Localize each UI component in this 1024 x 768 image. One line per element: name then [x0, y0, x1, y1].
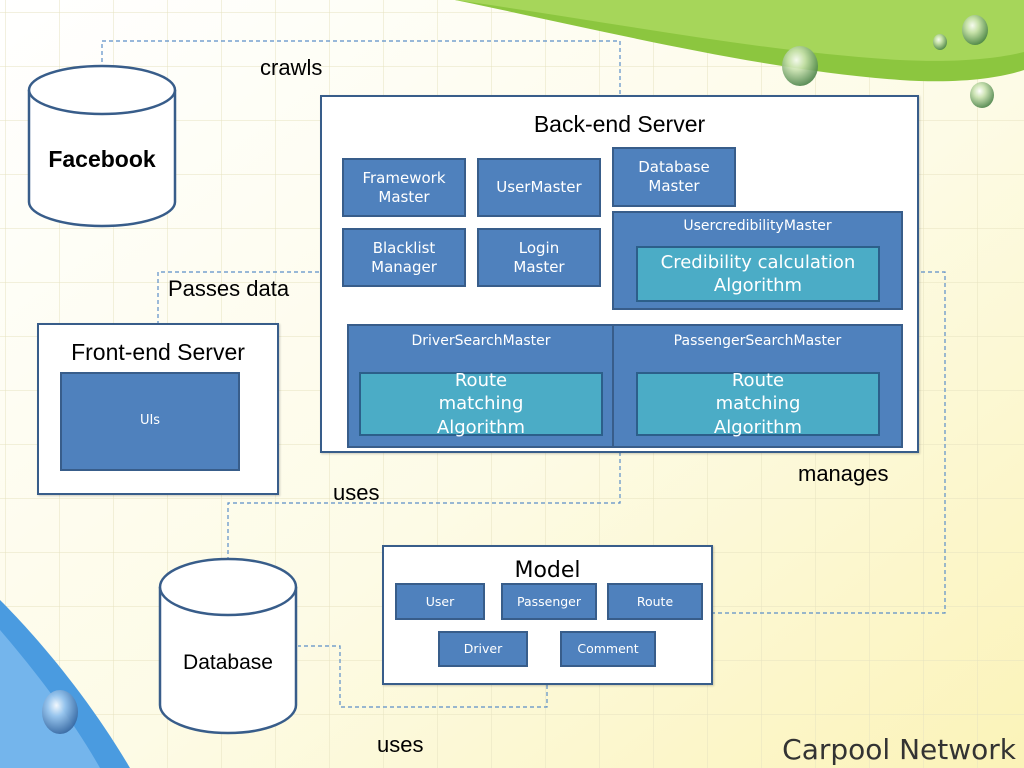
- crawls-label: crawls: [260, 55, 323, 80]
- credibility-master-group: UsercredibilityMaster Credibility calcul…: [612, 211, 903, 310]
- backend-server-title: Back-end Server: [533, 111, 706, 137]
- passenger-search-master-title: PassengerSearchMaster: [673, 333, 842, 349]
- passes-data-connector: [157, 271, 322, 325]
- database-datastore: Database: [158, 557, 298, 735]
- database-cylinder-shape: [158, 557, 298, 735]
- blacklist-manager-module: Blacklist Manager: [342, 228, 466, 287]
- frontend-server: Front-end Server UIs: [37, 323, 279, 495]
- login-master-module: Login Master: [477, 228, 601, 287]
- model-box: Model User Passenger Route Driver Commen…: [382, 545, 713, 685]
- uses-backend-connector: [227, 452, 621, 560]
- passenger-route-matching-algorithm: Route matching Algorithm: [636, 370, 880, 438]
- uses-backend-label: uses: [333, 480, 380, 505]
- credibility-master-title: UsercredibilityMaster: [683, 218, 832, 234]
- route-entity: Route: [607, 583, 703, 620]
- manages-connector: [712, 271, 946, 614]
- backend-server: Back-end Server Framework Master UserMas…: [320, 95, 919, 453]
- frontend-server-title: Front-end Server: [71, 339, 245, 365]
- passenger-entity: Passenger: [501, 583, 597, 620]
- passenger-search-master-group: PassengerSearchMaster Route matching Alg…: [612, 324, 903, 448]
- manages-label: manages: [798, 461, 889, 486]
- database-label: Database: [183, 651, 273, 674]
- ui-module: UIs: [60, 372, 240, 471]
- driver-route-matching-algorithm: Route matching Algorithm: [359, 370, 603, 438]
- passes-data-label: Passes data: [168, 276, 290, 301]
- slide-title: Carpool Network: [782, 733, 1016, 766]
- driver-search-master-group: DriverSearchMaster Route matching Algori…: [347, 324, 615, 448]
- facebook-cylinder-shape: [27, 64, 177, 228]
- framework-master-module: Framework Master: [342, 158, 466, 217]
- facebook-datastore: Facebook: [27, 64, 177, 228]
- uses-model-label: uses: [377, 732, 424, 757]
- facebook-label: Facebook: [48, 146, 156, 172]
- user-master-module: UserMaster: [477, 158, 601, 217]
- credibility-algorithm: Credibility calculation Algorithm: [636, 246, 880, 302]
- model-title: Model: [514, 558, 581, 583]
- database-master-module: Database Master: [612, 147, 736, 207]
- driver-entity: Driver: [438, 631, 528, 667]
- user-entity: User: [395, 583, 485, 620]
- uses-model-connector: [298, 645, 548, 708]
- driver-search-master-title: DriverSearchMaster: [411, 333, 551, 349]
- comment-entity: Comment: [560, 631, 656, 667]
